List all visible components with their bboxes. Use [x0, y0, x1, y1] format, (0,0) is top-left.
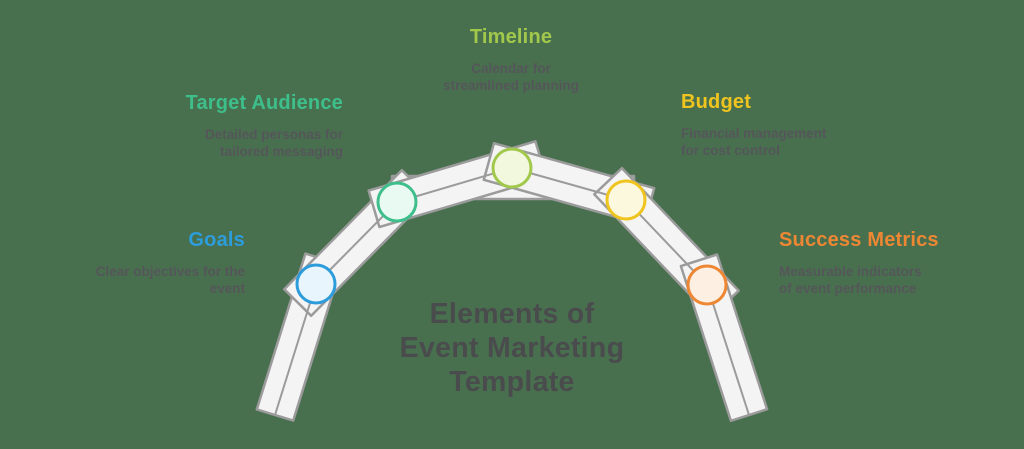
- goals-label-group: Goals Clear objectives for the event: [25, 229, 245, 297]
- description-line: for cost control: [681, 143, 781, 158]
- timeline-node-circle: [491, 147, 533, 189]
- timeline-heading: Timeline: [469, 26, 553, 48]
- timeline-description: Calendar for streamlined planning: [391, 60, 631, 94]
- diagram-title-line: Elements of: [429, 298, 595, 330]
- node-goals: [295, 263, 337, 305]
- diagram-title-line: Event Marketing: [399, 332, 625, 364]
- description-line: streamlined planning: [443, 78, 579, 93]
- description-line: of event performance: [779, 281, 917, 296]
- node-timeline: [491, 147, 533, 189]
- target-audience-description: Detailed personas for tailored messaging: [123, 126, 343, 160]
- target-audience-label-group: Target Audience Detailed personas for ta…: [123, 92, 343, 160]
- description-line: Clear objectives for the: [95, 264, 245, 279]
- node-success-metrics: [686, 264, 728, 306]
- node-budget: [605, 179, 647, 221]
- budget-heading: Budget: [681, 91, 752, 113]
- description-line: Measurable indicators: [779, 264, 922, 279]
- goals-description: Clear objectives for the event: [25, 263, 245, 297]
- timeline-label-group: Timeline Calendar for streamlined planni…: [391, 26, 631, 94]
- budget-label-group: Budget Financial management for cost con…: [681, 91, 911, 159]
- goals-node-circle: [295, 263, 337, 305]
- diagram-title-line: Template: [449, 366, 575, 398]
- target-audience-node-circle: [376, 181, 418, 223]
- description-line: event: [209, 281, 245, 296]
- target-audience-heading: Target Audience: [185, 92, 343, 114]
- success-metrics-node-circle: [686, 264, 728, 306]
- description-line: Detailed personas for: [204, 127, 343, 142]
- success-metrics-description: Measurable indicators of event performan…: [779, 263, 1009, 297]
- success-metrics-heading: Success Metrics: [779, 229, 939, 251]
- budget-node-circle: [605, 179, 647, 221]
- node-target-audience: [376, 181, 418, 223]
- description-line: Financial management: [681, 126, 827, 141]
- goals-heading: Goals: [188, 229, 245, 251]
- description-line: Calendar for: [471, 61, 551, 76]
- budget-description: Financial management for cost control: [681, 125, 911, 159]
- description-line: tailored messaging: [219, 144, 343, 159]
- diagram-title: Elements of Event Marketing Template: [357, 297, 667, 399]
- success-metrics-label-group: Success Metrics Measurable indicators of…: [779, 229, 1009, 297]
